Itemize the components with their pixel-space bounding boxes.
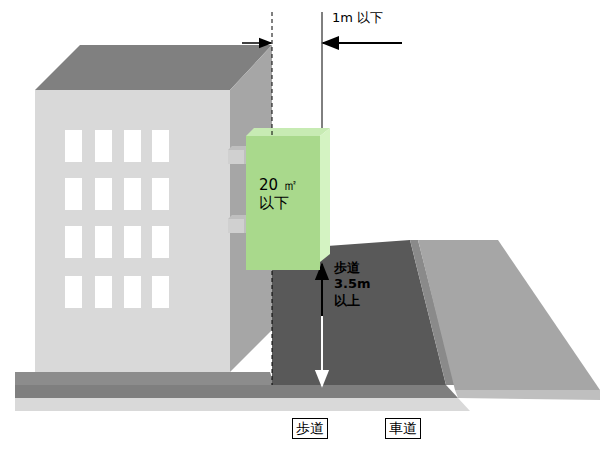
slab-edge bbox=[15, 398, 470, 411]
node-text: 歩道 bbox=[296, 420, 324, 437]
node-text: 20 ㎡ 以下 bbox=[259, 176, 307, 270]
sign-top bbox=[246, 128, 330, 136]
area-tag: 歩道 bbox=[292, 418, 328, 439]
sign-bracket bbox=[228, 146, 248, 233]
dimension-label: 歩道 3.5m 以上 bbox=[334, 260, 374, 309]
dimension-arrow bbox=[242, 42, 271, 44]
sign-side bbox=[320, 128, 330, 262]
height-arrow bbox=[321, 316, 323, 386]
building-front bbox=[35, 90, 230, 372]
node-text: 車道 bbox=[389, 420, 417, 437]
height-arrow bbox=[321, 264, 323, 318]
windows bbox=[65, 130, 169, 308]
dimension-label: 1m 以下 bbox=[332, 10, 383, 26]
slab-side bbox=[15, 385, 458, 398]
dimension-arrow bbox=[323, 42, 402, 44]
sign-board: 20 ㎡ 以下 bbox=[246, 136, 320, 270]
road bbox=[418, 240, 600, 390]
slab-top bbox=[15, 372, 274, 385]
road-edge bbox=[455, 390, 600, 400]
area-tag: 車道 bbox=[385, 418, 421, 439]
sign-edge-line bbox=[322, 12, 323, 128]
